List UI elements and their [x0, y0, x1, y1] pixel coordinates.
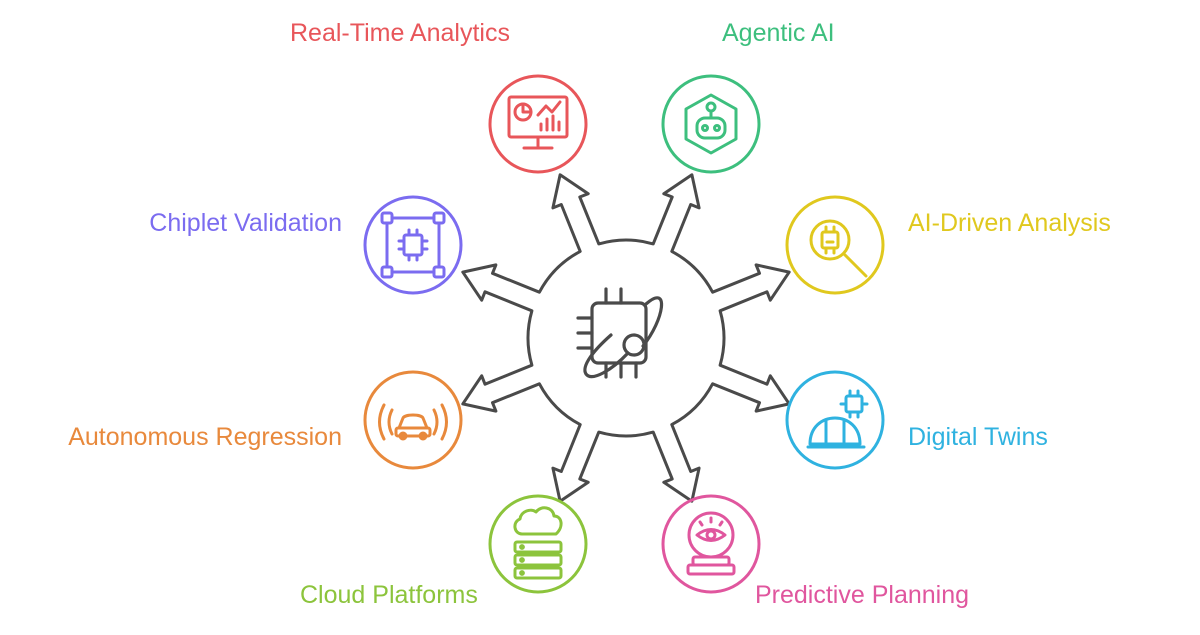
robot-hexagon-icon [684, 93, 738, 155]
node-digital-twins [785, 370, 885, 470]
label-predictive-planning: Predictive Planning [755, 581, 970, 609]
analytics-monitor-icon [507, 95, 569, 150]
hub-gear [461, 173, 791, 503]
label-digital-twins: Digital Twins [908, 423, 1048, 451]
crystal-ball-eye-icon [686, 511, 736, 576]
label-cloud-platforms: Cloud Platforms [300, 581, 478, 609]
node-predictive-planning [661, 494, 761, 594]
label-autonomous-regression: Autonomous Regression [68, 423, 342, 451]
chip-orbit-icon [576, 287, 664, 379]
node-autonomous-regression [363, 370, 463, 470]
node-chiplet-validation [363, 195, 463, 295]
chip-magnifier-icon [809, 219, 868, 278]
label-ai-driven-analysis: AI-Driven Analysis [908, 209, 1111, 237]
label-agentic-ai: Agentic AI [722, 19, 835, 47]
label-real-time-analytics: Real-Time Analytics [290, 19, 510, 47]
label-chiplet-validation: Chiplet Validation [149, 209, 342, 237]
hub-arrows-outline [461, 173, 791, 503]
node-real-time-analytics [488, 74, 588, 174]
cloud-server-icon [513, 506, 563, 580]
node-ai-driven-analysis [785, 195, 885, 295]
node-agentic-ai [661, 74, 761, 174]
autonomous-car-icon [378, 403, 448, 441]
chiplet-network-icon [380, 211, 446, 279]
node-cloud-platforms [488, 494, 588, 594]
chip-hardhat-icon [806, 389, 869, 449]
